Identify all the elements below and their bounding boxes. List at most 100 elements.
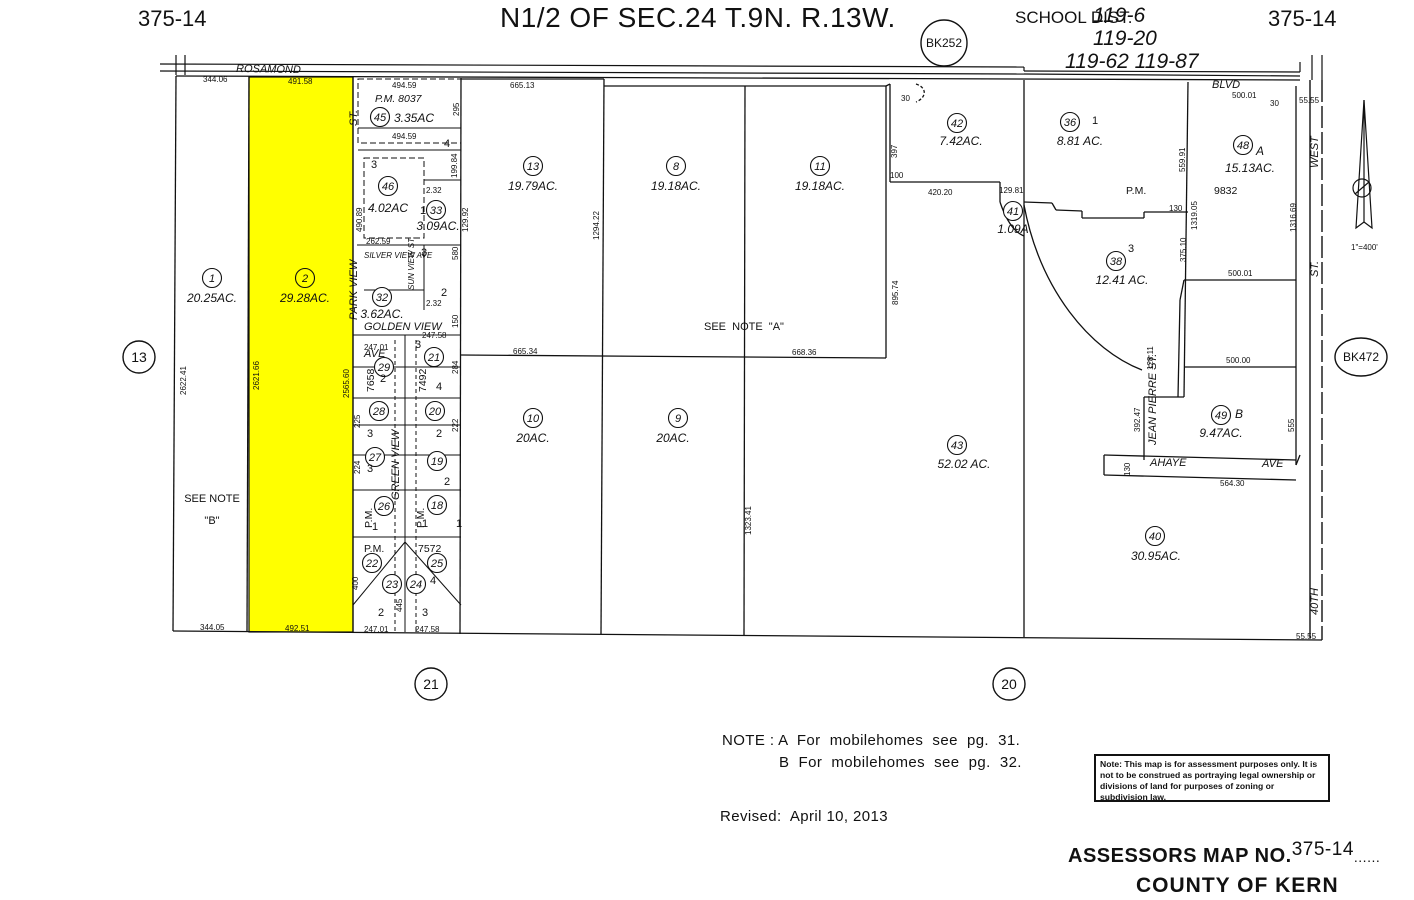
parcel-36-circle[interactable] [1059,111,1081,133]
pm-7658: 7658 [365,368,377,392]
acres-41: 1.09A [997,222,1028,236]
street-sun-view: SUN VIEW ST. [407,237,416,291]
parcel-19-circle[interactable] [426,450,448,472]
parcel-32-circle[interactable] [371,286,393,308]
dim: 55.55 [1299,96,1320,105]
street-park-view: PARK VIEW [348,258,360,320]
pm-b: P.M. [415,508,427,528]
parcel-2-circle[interactable] [294,267,316,289]
lot-number: 2 [441,287,447,299]
dim: 1319.05 [1190,201,1199,230]
parcel-45-circle[interactable] [369,106,391,128]
parcel-43-circle[interactable] [946,434,968,456]
map-notes: NOTE : A For mobilehomes see pg. 31. B F… [722,730,1022,774]
dim: 400 [351,576,360,590]
dim: 224 [353,460,362,474]
lot-number: 4 [430,575,436,587]
dim: 284 [451,360,460,374]
acres-40: 30.95AC. [1131,549,1181,563]
street-green-view: GREEN VIEW [390,428,402,500]
parcel-1-circle[interactable] [201,267,223,289]
parcel-24-circle[interactable] [405,573,427,595]
parcel-48-circle[interactable] [1232,134,1254,156]
school-code-line-3: 119-62 119-87 [1065,50,1199,73]
parcel-number: 41 [1007,206,1019,218]
parcel-2-highlight[interactable] [248,76,354,633]
parcel-number: 48 [1237,140,1250,152]
parcel-number: 46 [382,181,395,193]
parcel-22-circle[interactable] [361,552,383,574]
parcel-10-circle[interactable] [522,407,544,429]
parcel-number: 1 [209,273,215,285]
dim: 295 [452,102,461,116]
lot-number: B [1235,407,1243,421]
dim: 247.58 [415,625,440,634]
parcel-49-circle[interactable] [1210,404,1232,426]
parcel-29-circle[interactable] [373,356,395,378]
acres-10: 20AC. [515,431,549,445]
parcel-42-circle[interactable] [946,112,968,134]
dim: 668.36 [792,348,817,357]
parcel-9-circle[interactable] [667,407,689,429]
dim: 247.58 [422,331,447,340]
parcel-46-circle[interactable] [377,175,399,197]
lot-number: 3 [371,159,377,171]
dimension-labels: 344.06 491.58 494.59 494.59 665.13 2622.… [179,75,1320,641]
dim: 2621.66 [252,361,261,390]
street-40th: 40TH [1309,588,1321,615]
parcel-25-circle[interactable] [426,552,448,574]
parcel-33-circle[interactable] [425,199,447,221]
lot-number: A [1255,144,1264,158]
parcel-13-circle[interactable] [522,155,544,177]
acres-32: 3.62AC. [360,307,403,321]
parcel-40-circle[interactable] [1144,525,1166,547]
parcel-number: 25 [430,558,444,570]
street-rosamond: ROSAMOND [236,63,301,76]
pm-8037: P.M. 8037 [375,93,423,105]
lot-number: 1 [420,205,426,217]
dim: 2.32 [426,186,442,195]
parcel-27-circle[interactable] [364,446,386,468]
dim: 665.13 [510,81,535,90]
acres-13: 19.79AC. [508,179,558,193]
parcel-11-circle[interactable] [809,155,831,177]
parcel-number: 27 [368,452,382,464]
dim: 492.51 [285,624,310,633]
parcel-number: 49 [1215,410,1227,422]
street-ahaye-ave: AVE [1261,458,1284,470]
street-golden-view: GOLDEN VIEW [364,321,443,333]
acres-38: 12.41 AC. [1096,273,1149,287]
see-note-b-line2: "B" [204,515,219,527]
parcel-21-circle[interactable] [423,346,445,368]
parcel-38-circle[interactable] [1105,250,1127,272]
parcel-23-circle[interactable] [381,573,403,595]
parcel-8-circle[interactable] [665,155,687,177]
street-ahaye: AHAYE [1149,457,1187,469]
dim: 130 [1123,462,1132,476]
dim: 262.59 [366,237,391,246]
parcel-28-circle[interactable] [368,400,390,422]
school-code-line-2: 119-20 [1093,27,1157,50]
parcel-lines [172,75,1323,641]
parcel-20-circle[interactable] [424,400,446,422]
parcel-number: 9 [675,413,681,425]
dim: 375.10 [1179,237,1188,262]
dim: 392.47 [1133,407,1142,432]
fortieth-st-west [1309,80,1323,640]
lot-number: 3 [415,339,421,351]
dim: 247.01 [364,343,389,352]
dim: 494.59 [392,132,417,141]
parcel-18-circle[interactable] [426,494,448,516]
dim: 555 [1287,418,1296,432]
parcel-26-circle[interactable] [373,495,395,517]
acres-43: 52.02 AC. [938,457,991,471]
dim: 580 [451,246,460,260]
parcel-number: 23 [385,579,399,591]
acres-8: 19.18AC. [651,179,701,193]
dim: 2622.41 [179,366,188,395]
parcel-41-circle[interactable] [1002,200,1024,222]
dim: 564.30 [1220,479,1245,488]
map-title: N1/2 OF SEC.24 T.9N. R.13W. [500,2,896,33]
